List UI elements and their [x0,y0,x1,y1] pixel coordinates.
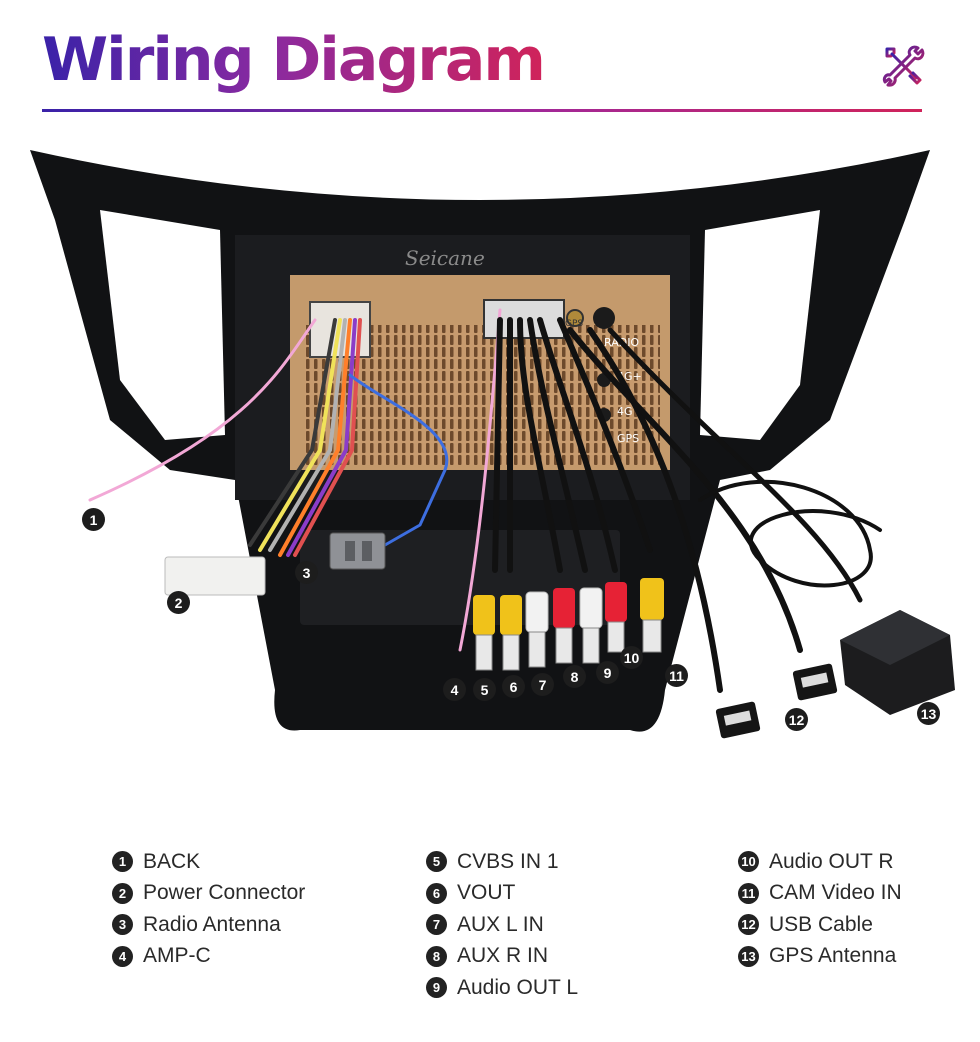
legend-number: 13 [738,945,759,967]
callout-2: 2 [167,591,190,614]
svg-text:Seicane: Seicane [405,246,485,270]
legend-number: 10 [738,851,759,873]
legend-number: 2 [112,882,133,904]
legend-item: 10 Audio OUT R [738,846,902,878]
legend-item: 11 CAM Video IN [738,878,902,910]
callout-11: 11 [665,664,688,687]
legend-column-2: 5 CVBS IN 1 6 VOUT 7 AUX L IN 8 AUX R IN 9 Au… [426,846,578,1004]
legend-label: Audio OUT L [457,975,579,999]
legend-number: 1 [112,851,133,873]
legend-column-3: 10 Audio OUT R 11 CAM Video IN 12 USB Cable… [738,846,902,972]
title-underline [42,109,922,112]
svg-text:4G: 4G [617,405,633,418]
callout-10: 10 [620,646,643,669]
callout-12: 12 [785,708,808,731]
legend-item: 2 Power Connector [112,878,305,910]
legend-item: 9 Audio OUT L [426,972,578,1004]
legend-number: 3 [112,914,133,936]
power-connector [164,556,266,596]
legend-label: GPS Antenna [769,944,897,968]
page-title: Wiring Diagram [42,22,546,98]
legend-label: Audio OUT R [769,849,894,873]
rca-plugs [473,578,664,671]
legend-item: 4 AMP-C [112,941,305,973]
legend-label: BACK [143,849,201,873]
radio-antenna-adapter [329,532,386,570]
legend-item: 3 Radio Antenna [112,909,305,941]
usb-connectors [715,663,838,739]
legend-item: 1 BACK [112,846,305,878]
callout-7: 7 [531,673,554,696]
callout-8: 8 [563,665,586,688]
callout-1: 1 [82,508,105,531]
legend-number: 6 [426,882,447,904]
legend-label: Power Connector [143,881,306,905]
callout-4: 4 [443,678,466,701]
callout-9: 9 [596,661,619,684]
legend-number: 4 [112,945,133,967]
callout-13: 13 [917,702,940,725]
callout-6: 6 [502,675,525,698]
legend-number: 5 [426,851,447,873]
wiring-diagram: Seicane GPS RADIO 4G+ 4G GPS [30,150,955,739]
svg-text:GPS: GPS [565,319,583,329]
legend-item: 6 VOUT [426,878,578,910]
legend-number: 8 [426,945,447,967]
legend-item: 8 AUX R IN [426,941,578,973]
legend-label: USB Cable [769,912,873,936]
legend-number: 12 [738,914,759,936]
legend-label: CVBS IN 1 [457,849,559,873]
legend-item: 12 USB Cable [738,909,902,941]
legend-label: AUX R IN [457,944,549,968]
gps-antenna [840,610,955,715]
legend-label: CAM Video IN [769,881,902,905]
legend-number: 7 [426,914,447,936]
legend-number: 9 [426,977,447,999]
callout-5: 5 [473,678,496,701]
legend-item: 13 GPS Antenna [738,941,902,973]
legend-item: 7 AUX L IN [426,909,578,941]
wire-harness [88,308,882,693]
legend-number: 11 [738,882,759,904]
tools-icon [882,45,925,87]
legend-item: 5 CVBS IN 1 [426,846,578,878]
legend-label: VOUT [457,881,516,905]
legend-label: Radio Antenna [143,912,281,936]
callout-3: 3 [295,561,318,584]
svg-text:GPS: GPS [617,432,639,445]
legend-label: AUX L IN [457,912,544,936]
legend-label: AMP-C [143,944,211,968]
